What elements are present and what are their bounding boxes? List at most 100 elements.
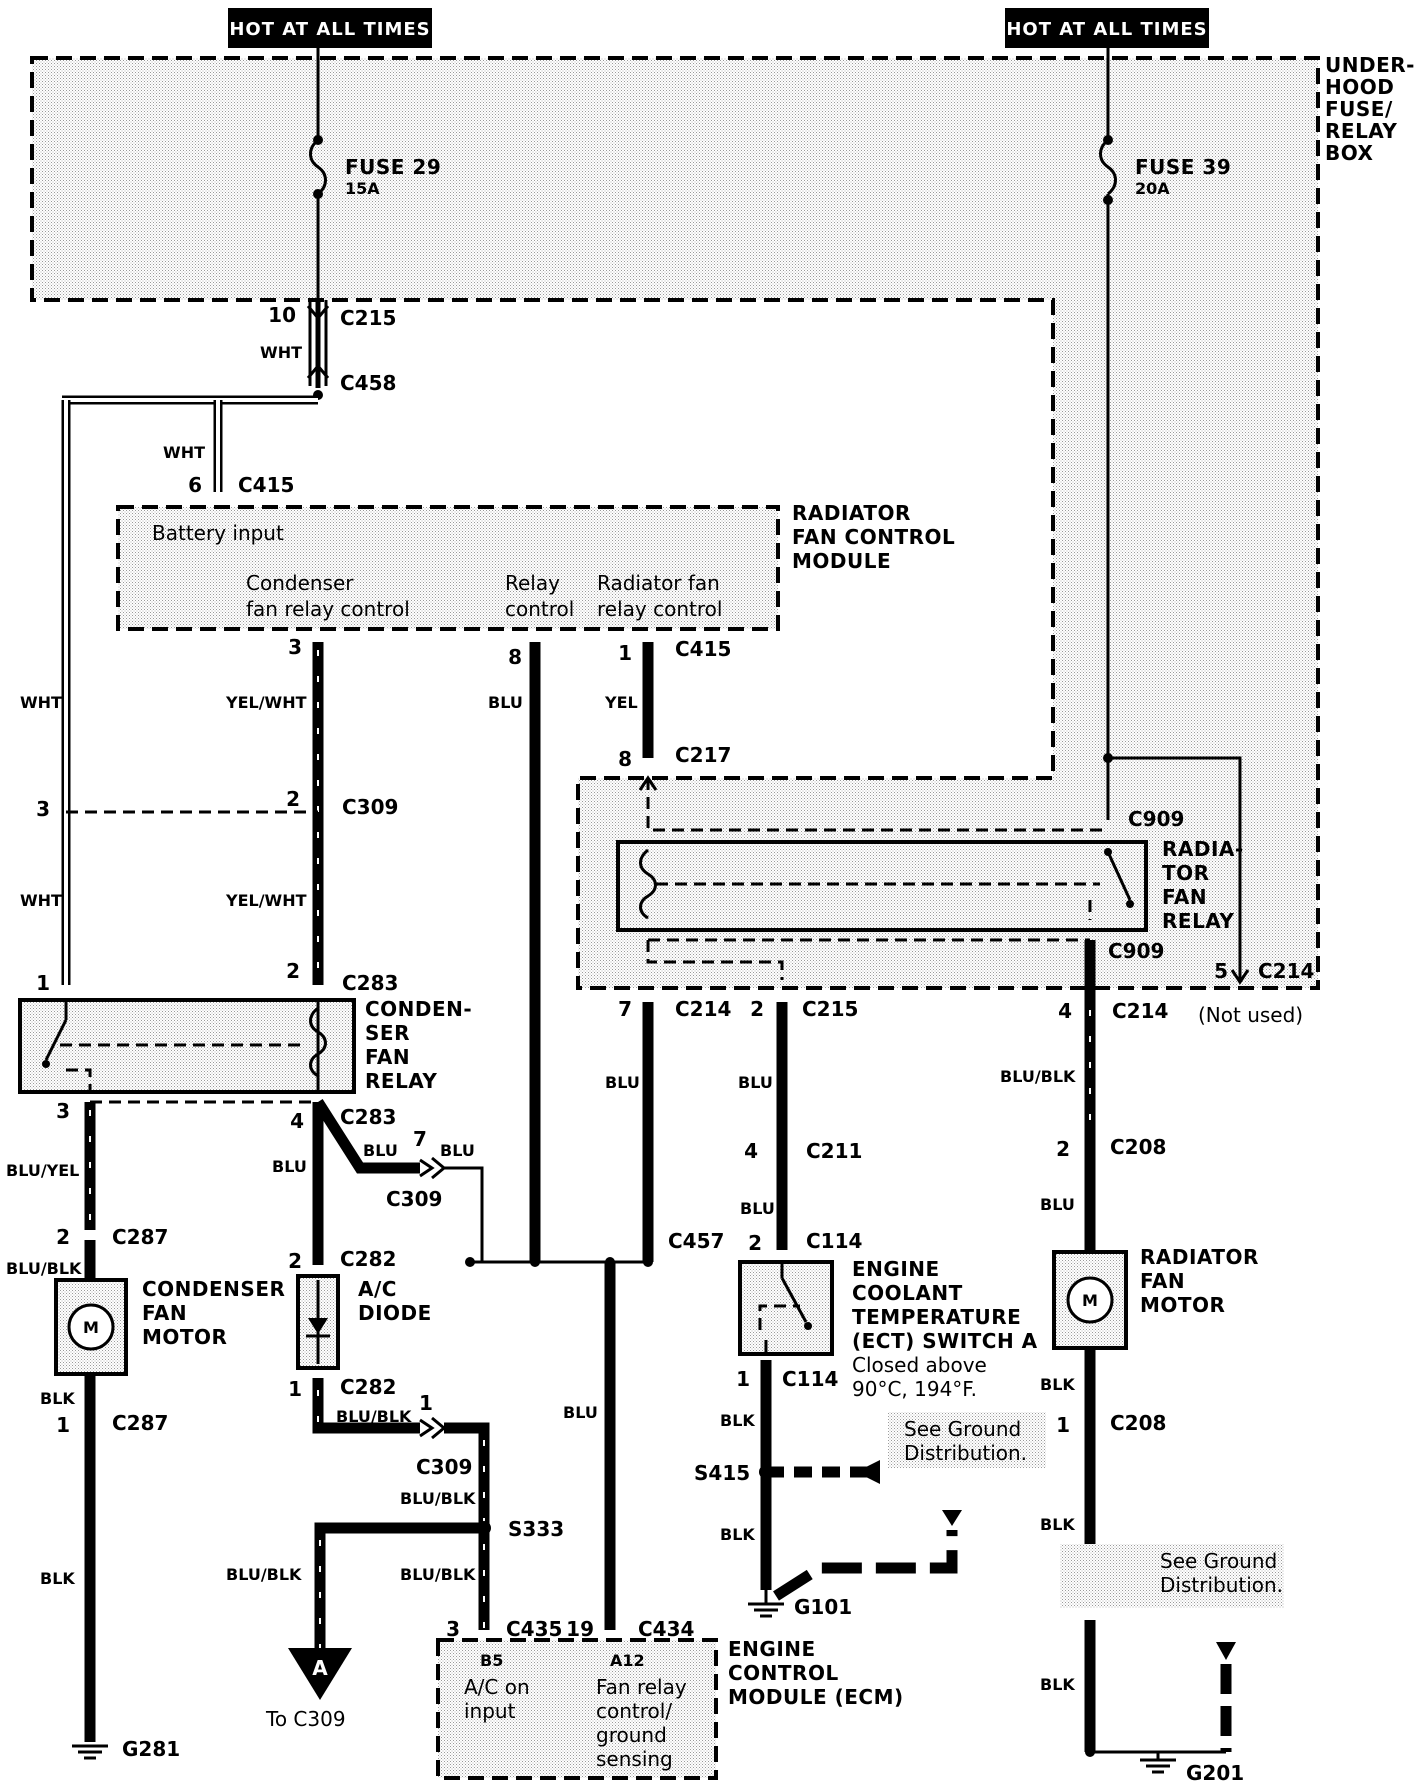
svg-text:A: A xyxy=(312,1656,328,1680)
svg-text:FAN: FAN xyxy=(1140,1269,1185,1293)
svg-text:1: 1 xyxy=(56,1413,70,1437)
svg-text:2: 2 xyxy=(56,1225,70,1249)
svg-text:YEL/WHT: YEL/WHT xyxy=(225,693,307,712)
svg-text:G281: G281 xyxy=(122,1737,180,1761)
svg-text:C287: C287 xyxy=(112,1225,168,1249)
svg-text:2: 2 xyxy=(288,1249,302,1273)
svg-text:BLK: BLK xyxy=(40,1389,75,1408)
svg-text:1: 1 xyxy=(36,971,50,995)
connector-c215-c458 xyxy=(306,300,330,400)
svg-text:BLU/YEL: BLU/YEL xyxy=(6,1161,79,1180)
ground-g281-icon xyxy=(72,1744,108,1760)
svg-text:1: 1 xyxy=(618,641,632,665)
svg-text:BLU: BLU xyxy=(738,1073,773,1092)
svg-text:C415: C415 xyxy=(238,473,294,497)
svg-text:8: 8 xyxy=(618,747,632,771)
svg-text:BLU: BLU xyxy=(488,693,523,712)
svg-text:C434: C434 xyxy=(638,1617,694,1641)
see-ground-note-2 xyxy=(1060,1544,1284,1608)
svg-text:ENGINE: ENGINE xyxy=(728,1637,816,1661)
svg-text:BLU/BLK: BLU/BLK xyxy=(400,1565,476,1584)
svg-text:BLU/BLK: BLU/BLK xyxy=(336,1407,412,1426)
not-used-note: (Not used) xyxy=(1198,1003,1303,1027)
fuse-29-icon xyxy=(309,138,327,196)
svg-text:3: 3 xyxy=(446,1617,460,1641)
svg-text:YEL/WHT: YEL/WHT xyxy=(225,891,307,910)
condenser-relay-switch-icon xyxy=(42,1000,327,1092)
engine-control-module xyxy=(436,1638,718,1780)
svg-text:(ECT) SWITCH A: (ECT) SWITCH A xyxy=(852,1329,1038,1353)
hot-at-all-times-right: HOT AT ALL TIMES xyxy=(1005,8,1209,48)
svg-text:FAN: FAN xyxy=(365,1045,410,1069)
svg-text:10: 10 xyxy=(268,303,296,327)
svg-text:2: 2 xyxy=(748,1231,762,1255)
svg-text:WHT: WHT xyxy=(163,443,205,462)
ect-switch-icon xyxy=(758,1262,812,1354)
svg-text:C215: C215 xyxy=(340,306,396,330)
svg-text:sensing: sensing xyxy=(596,1747,673,1771)
svg-text:1: 1 xyxy=(1056,1413,1070,1437)
svg-text:C208: C208 xyxy=(1110,1135,1166,1159)
svg-text:Distribution.: Distribution. xyxy=(1160,1573,1283,1597)
svg-text:ENGINE: ENGINE xyxy=(852,1257,940,1281)
svg-text:RELAY: RELAY xyxy=(1162,909,1234,933)
svg-text:C457: C457 xyxy=(668,1229,724,1253)
svg-text:C309: C309 xyxy=(386,1187,442,1211)
svg-text:control: control xyxy=(505,597,574,621)
svg-text:HOT AT ALL TIMES: HOT AT ALL TIMES xyxy=(229,19,430,40)
svg-text:1: 1 xyxy=(736,1367,750,1391)
svg-text:BLU: BLU xyxy=(1040,1195,1075,1214)
svg-text:BLU: BLU xyxy=(563,1403,598,1422)
fuse-39-rating: 20A xyxy=(1135,179,1170,198)
svg-text:BLK: BLK xyxy=(720,1411,755,1430)
svg-text:S415: S415 xyxy=(694,1461,750,1485)
ac-diode-icon xyxy=(306,1280,330,1364)
svg-text:C283: C283 xyxy=(342,971,398,995)
svg-text:C214: C214 xyxy=(1258,959,1314,983)
svg-text:FAN: FAN xyxy=(142,1301,187,1325)
svg-text:ground: ground xyxy=(596,1723,667,1747)
ground-g201-icon xyxy=(1140,1752,1176,1774)
rfcm-label: RADIATOR FAN CONTROL MODULE xyxy=(792,501,955,573)
svg-text:6: 6 xyxy=(188,473,202,497)
svg-text:C214: C214 xyxy=(1112,999,1168,1023)
radiator-motor-icon xyxy=(1066,1276,1114,1324)
svg-text:C435: C435 xyxy=(506,1617,562,1641)
svg-text:C208: C208 xyxy=(1110,1411,1166,1435)
ect-switch-a xyxy=(738,1260,834,1356)
svg-text:2: 2 xyxy=(750,997,764,1021)
svg-text:90°C, 194°F.: 90°C, 194°F. xyxy=(852,1377,977,1401)
svg-text:3: 3 xyxy=(288,635,302,659)
svg-text:C909: C909 xyxy=(1108,939,1164,963)
svg-text:C214: C214 xyxy=(675,997,731,1021)
svg-text:WHT: WHT xyxy=(20,891,62,910)
svg-text:C287: C287 xyxy=(112,1411,168,1435)
svg-text:BLU: BLU xyxy=(272,1157,307,1176)
svg-text:SER: SER xyxy=(365,1021,410,1045)
svg-text:input: input xyxy=(464,1699,516,1723)
svg-text:2: 2 xyxy=(286,959,300,983)
ac-diode-label: A/C DIODE xyxy=(358,1277,431,1325)
svg-text:Radiator fan: Radiator fan xyxy=(597,571,720,595)
svg-text:1: 1 xyxy=(419,1391,433,1415)
offpage-arrow-a-icon xyxy=(288,1648,352,1700)
svg-text:BLK: BLK xyxy=(720,1525,755,1544)
svg-text:CONTROL: CONTROL xyxy=(728,1661,839,1685)
svg-text:Closed above: Closed above xyxy=(852,1353,987,1377)
svg-text:3: 3 xyxy=(56,1099,70,1123)
svg-text:Fan relay: Fan relay xyxy=(596,1675,687,1699)
svg-text:C211: C211 xyxy=(806,1139,862,1163)
svg-text:Distribution.: Distribution. xyxy=(904,1441,1027,1465)
svg-text:C217: C217 xyxy=(675,743,731,767)
svg-text:RADIA-: RADIA- xyxy=(1162,837,1244,861)
svg-text:RADIATOR: RADIATOR xyxy=(1140,1245,1259,1269)
svg-text:BLU/BLK: BLU/BLK xyxy=(400,1489,476,1508)
svg-text:FAN CONTROL: FAN CONTROL xyxy=(792,525,955,549)
svg-text:C114: C114 xyxy=(806,1229,862,1253)
svg-text:BOX: BOX xyxy=(1325,141,1374,165)
underhood-fuse-relay-box xyxy=(30,56,1320,990)
svg-text:2: 2 xyxy=(1056,1137,1070,1161)
fuse-39-icon xyxy=(1099,138,1117,196)
ground-arrow-icon xyxy=(856,1460,880,1484)
